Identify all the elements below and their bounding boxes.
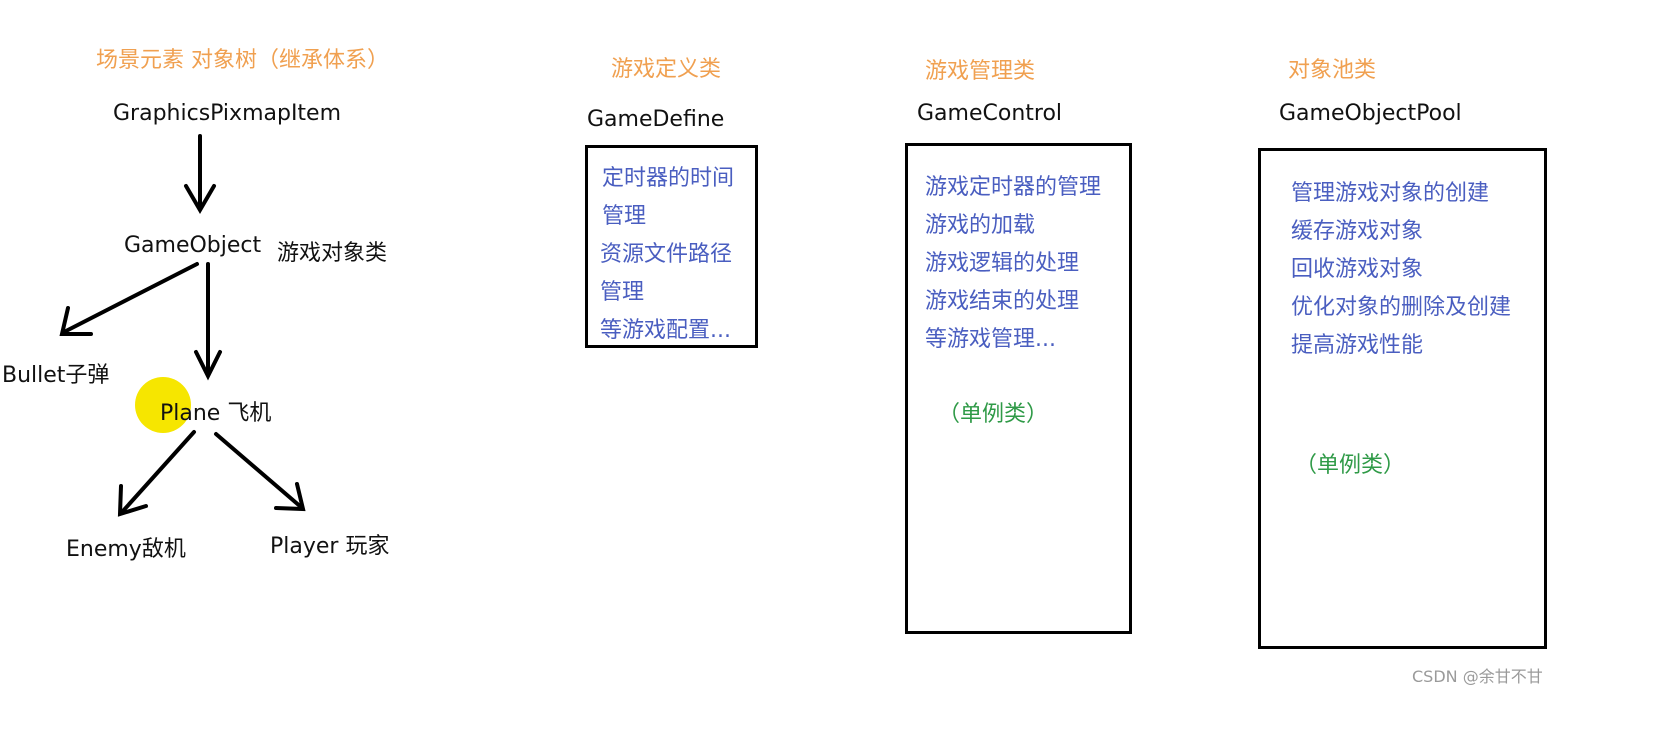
game-control-item: 游戏结束的处理 bbox=[925, 289, 1080, 314]
object-pool-title: GameObjectPool bbox=[1279, 101, 1462, 126]
arrowhead-plane-to-enemy bbox=[117, 484, 148, 517]
game-control-box: 游戏定时器的管理 游戏的加载 游戏逻辑的处理 游戏结束的处理 等游戏管理... … bbox=[905, 143, 1132, 634]
game-control-heading: 游戏管理类 bbox=[925, 59, 1036, 84]
object-pool-box: 管理游戏对象的创建 缓存游戏对象 回收游戏对象 优化对象的删除及创建 提高游戏性… bbox=[1258, 148, 1547, 649]
object-pool-item: 回收游戏对象 bbox=[1291, 257, 1424, 282]
game-control-title: GameControl bbox=[917, 101, 1063, 126]
game-control-item: 游戏定时器的管理 bbox=[925, 175, 1102, 200]
arrowhead-plane-to-player bbox=[274, 482, 306, 512]
watermark: CSDN @余甘不甘 bbox=[1412, 667, 1543, 686]
game-define-item: 管理 bbox=[602, 204, 647, 229]
arrow-plane-to-enemy bbox=[121, 430, 196, 513]
node-gameobject-note: 游戏对象类 bbox=[277, 241, 388, 266]
cursor-highlight bbox=[135, 377, 191, 433]
tree-heading: 场景元素 对象树（继承体系） bbox=[96, 48, 389, 73]
game-define-item: 管理 bbox=[600, 280, 645, 305]
arrowhead-root-to-gameobject bbox=[184, 184, 216, 214]
game-define-item: 定时器的时间 bbox=[602, 166, 735, 191]
arrowhead-gameobject-to-bullet bbox=[59, 306, 93, 336]
node-bullet: Bullet子弹 bbox=[2, 363, 110, 388]
game-define-title: GameDefine bbox=[587, 107, 725, 132]
node-plane: Plane 飞机 bbox=[160, 401, 272, 426]
game-control-item: 游戏逻辑的处理 bbox=[925, 251, 1080, 276]
object-pool-heading: 对象池类 bbox=[1288, 58, 1377, 83]
arrow-gameobject-to-bullet bbox=[64, 262, 199, 333]
game-define-item: 等游戏配置... bbox=[600, 318, 731, 343]
arrow-plane-to-player bbox=[214, 432, 303, 509]
object-pool-item: 缓存游戏对象 bbox=[1291, 219, 1424, 244]
game-define-heading: 游戏定义类 bbox=[611, 57, 722, 82]
game-control-item: 游戏的加载 bbox=[925, 213, 1036, 238]
game-control-singleton-note: （单例类） bbox=[938, 402, 1049, 427]
node-graphicspixmapitem: GraphicsPixmapItem bbox=[113, 101, 342, 126]
object-pool-singleton-note: （单例类） bbox=[1295, 453, 1406, 478]
arrowhead-gameobject-to-plane bbox=[194, 350, 222, 381]
node-enemy: Enemy敌机 bbox=[66, 537, 186, 562]
game-define-box: 定时器的时间 管理 资源文件路径 管理 等游戏配置... bbox=[585, 145, 758, 348]
node-player: Player 玩家 bbox=[270, 534, 390, 559]
game-control-item: 等游戏管理... bbox=[925, 327, 1056, 352]
object-pool-item: 优化对象的删除及创建 bbox=[1291, 295, 1512, 320]
node-gameobject: GameObject bbox=[124, 233, 262, 258]
object-pool-item: 管理游戏对象的创建 bbox=[1291, 181, 1490, 206]
object-pool-item: 提高游戏性能 bbox=[1291, 333, 1424, 358]
game-define-item: 资源文件路径 bbox=[600, 242, 733, 267]
